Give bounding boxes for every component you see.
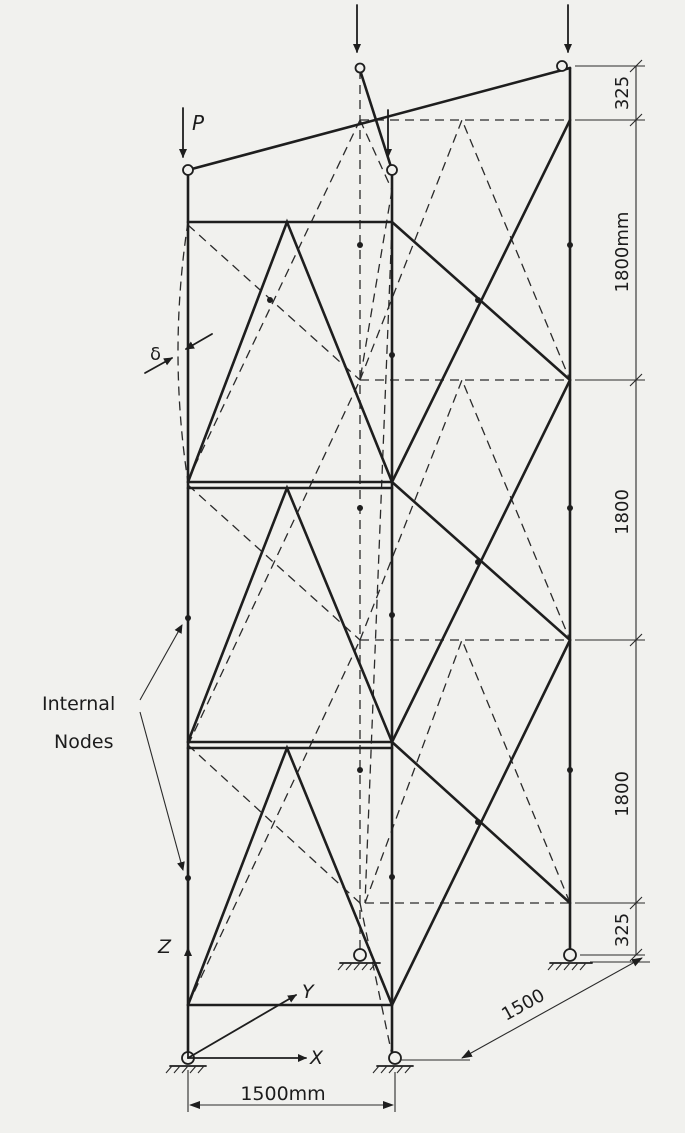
axis-label-y: Y <box>302 981 315 1003</box>
support-base-right <box>372 1051 414 1074</box>
side-plane-diagonals <box>390 66 572 1007</box>
dimension-top-offset: 325 <box>612 76 633 110</box>
pin-connections <box>182 60 568 176</box>
dimension-bay-bottom: 1800 <box>612 771 633 817</box>
support-back-left <box>337 948 381 971</box>
back-plane-dashed-members <box>177 70 571 1056</box>
support-back-right <box>547 948 593 971</box>
dimension-depth: 1500 <box>498 985 548 1026</box>
front-plane-members <box>186 168 394 1060</box>
dimension-bottom-offset: 325 <box>612 913 633 947</box>
loading-beams <box>186 66 572 172</box>
load-label: P <box>192 111 205 135</box>
depth-dimension <box>400 957 650 1061</box>
internal-nodes-label-line2: Nodes <box>54 731 114 753</box>
internal-nodes-leaders <box>139 624 185 871</box>
imperfection-indicator <box>144 333 213 374</box>
load-arrows <box>179 4 572 158</box>
imperfection-label: δ <box>150 344 161 365</box>
width-dimension <box>187 1070 396 1112</box>
dimension-bay-middle: 1800 <box>612 489 633 535</box>
support-base-left <box>165 1051 207 1074</box>
dimension-bay-top: 1800mm <box>612 212 633 293</box>
axis-label-z: Z <box>157 936 172 958</box>
coordinate-axes <box>184 947 307 1062</box>
dimension-width: 1500mm <box>240 1083 325 1105</box>
internal-nodes-label-line1: Internal <box>42 693 115 715</box>
vertical-dimension-chain <box>575 59 645 962</box>
internal-nodes <box>185 242 573 881</box>
axis-label-x: X <box>309 1047 324 1069</box>
